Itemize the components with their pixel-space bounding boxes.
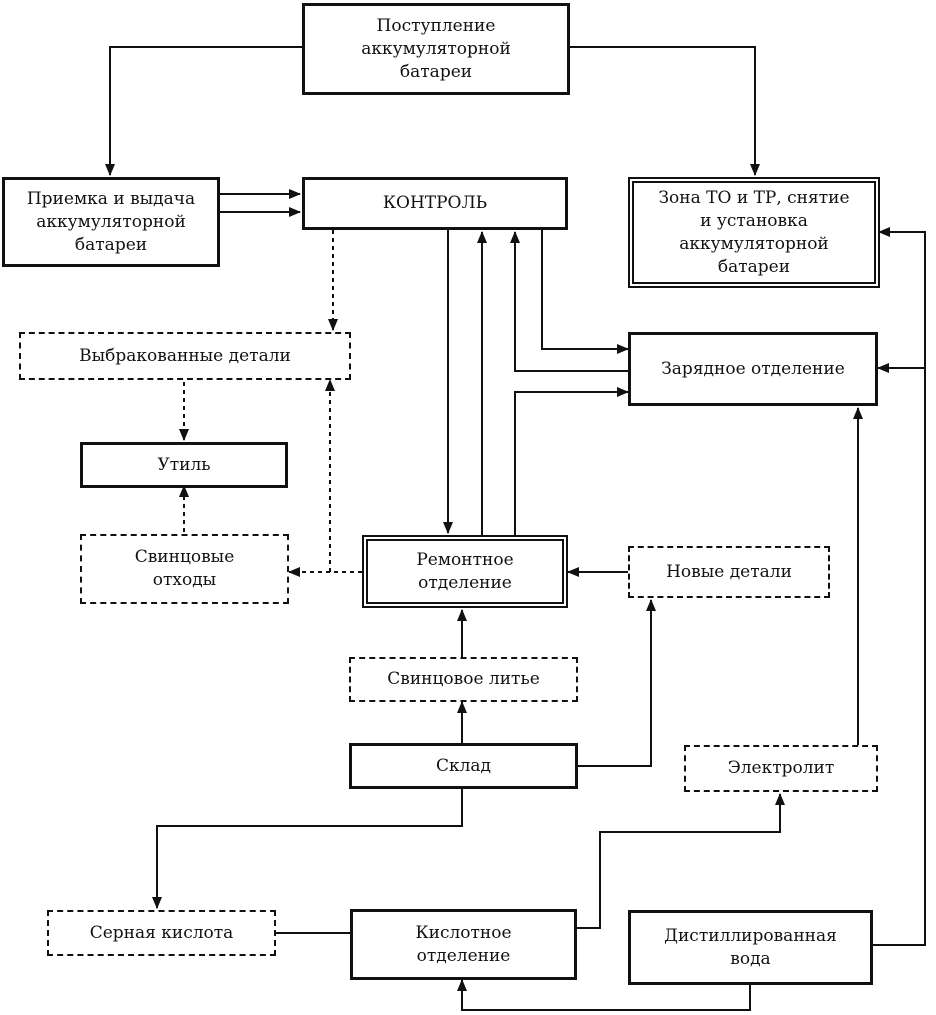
- node-scrap-label: Утиль: [157, 454, 211, 475]
- node-control: КОНТРОЛЬ: [302, 177, 568, 230]
- node-new-parts: Новые детали: [628, 546, 830, 598]
- node-zone: Зона ТО и ТР, снятие и установка аккумул…: [628, 177, 880, 288]
- node-repair-label: Ремонтное отделение: [416, 549, 514, 593]
- node-acid-dept: Кислотное отделение: [350, 909, 577, 980]
- node-charging-label: Зарядное отделение: [661, 358, 845, 379]
- node-distilled-water: Дистиллированная вода: [628, 910, 873, 985]
- node-electrolyte: Электролит: [684, 745, 878, 792]
- node-charging: Зарядное отделение: [628, 332, 878, 406]
- node-reception-label: Приемка и выдача аккумуляторной батареи: [26, 188, 196, 255]
- node-control-label: КОНТРОЛЬ: [382, 193, 488, 213]
- arrow-water-to-zone: [873, 227, 926, 946]
- node-sulfuric-acid-label: Серная кислота: [89, 922, 234, 943]
- arrow-warehouse-to-acid: [152, 789, 463, 909]
- node-arrival: Поступление аккумуляторной батареи: [302, 3, 570, 95]
- node-zone-label: Зона ТО и ТР, снятие и установка аккумул…: [658, 187, 850, 277]
- arrow-charging-to-control: [510, 231, 628, 372]
- arrow-arrival-to-reception: [105, 46, 302, 176]
- node-warehouse: Склад: [349, 743, 578, 789]
- node-rejected: Выбракованные детали: [19, 332, 351, 380]
- node-lead-waste: Свинцовые отходы: [80, 534, 289, 604]
- node-electrolyte-label: Электролит: [727, 758, 835, 778]
- node-warehouse-label: Склад: [435, 755, 492, 776]
- arrow-aciddept-to-electrolyte: [577, 793, 785, 929]
- node-new-parts-label: Новые детали: [666, 561, 792, 582]
- node-lead-casting-label: Свинцовое литье: [387, 669, 540, 689]
- node-scrap: Утиль: [80, 442, 288, 488]
- node-lead-waste-label: Свинцовые отходы: [134, 547, 235, 590]
- arrow-repair-to-charging: [514, 387, 629, 535]
- node-arrival-label: Поступление аккумуляторной батареи: [361, 15, 511, 82]
- node-sulfuric-acid: Серная кислота: [47, 910, 276, 956]
- node-reception: Приемка и выдача аккумуляторной батареи: [2, 177, 220, 267]
- arrow-control-to-charging: [541, 230, 629, 354]
- node-repair: Ремонтное отделение: [362, 535, 568, 608]
- arrow-warehouse-to-newparts: [578, 599, 656, 767]
- node-lead-casting: Свинцовое литье: [349, 657, 578, 702]
- node-distilled-water-label: Дистиллированная вода: [664, 925, 837, 969]
- node-acid-dept-label: Кислотное отделение: [415, 922, 512, 966]
- arrow-water-to-aciddept: [457, 979, 751, 1011]
- arrow-arrival-to-zone: [570, 46, 760, 176]
- node-rejected-label: Выбракованные детали: [79, 345, 291, 366]
